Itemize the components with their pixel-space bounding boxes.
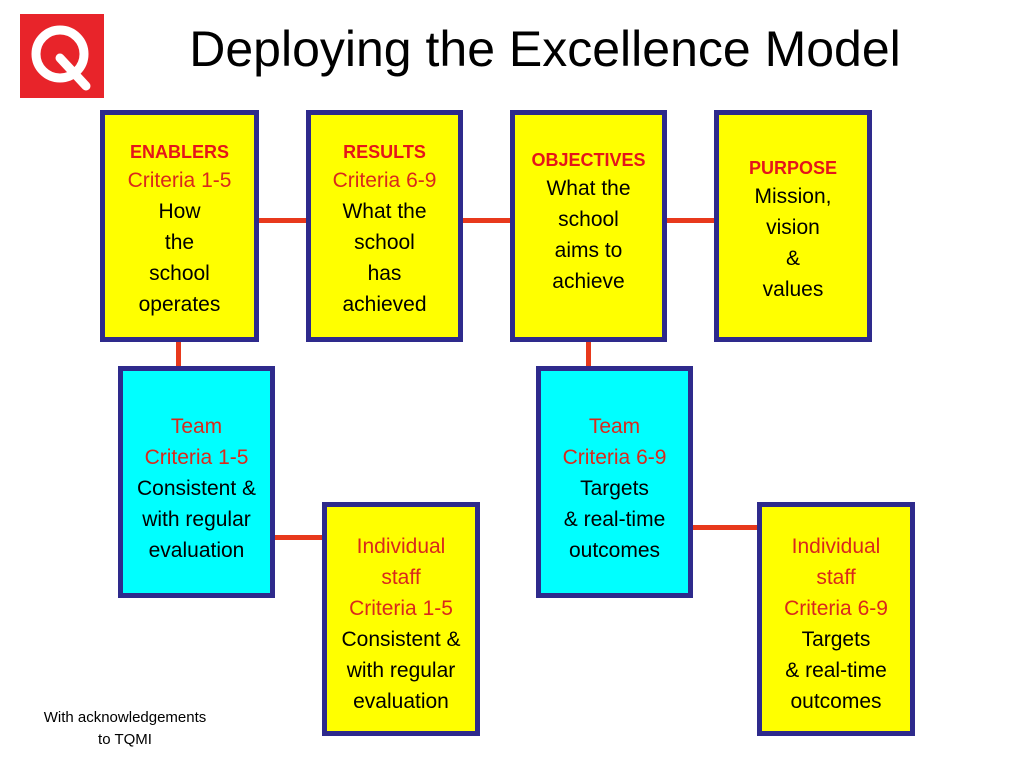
results-line: school — [354, 231, 415, 254]
enablers-line: school — [149, 262, 210, 285]
objectives-line: aims to — [554, 239, 623, 262]
individual-enablers-line: evaluation — [353, 690, 449, 713]
enablers-line: operates — [138, 293, 221, 316]
individual-results-heading: Individual — [791, 535, 881, 558]
connector-results-objectives — [463, 218, 510, 223]
purpose-box: PURPOSE Mission, vision & values — [714, 110, 872, 342]
page-title: Deploying the Excellence Model — [189, 21, 901, 77]
results-line: has — [367, 262, 402, 285]
purpose-line: & — [785, 247, 800, 270]
connector-team-individual-results — [693, 525, 757, 530]
individual-enablers-heading: staff — [381, 566, 421, 589]
team-enablers-heading: Team — [170, 415, 223, 438]
objectives-line: school — [558, 208, 619, 231]
individual-results-criteria: Criteria 6-9 — [784, 597, 888, 620]
results-criteria: Criteria 6-9 — [332, 169, 437, 192]
connector-team-individual-enablers — [275, 535, 322, 540]
individual-results-line: outcomes — [790, 690, 882, 713]
enablers-line: How — [158, 200, 201, 223]
team-enablers-box: Team Criteria 1-5 Consistent & with regu… — [118, 366, 275, 598]
individual-results-line: Targets — [801, 628, 871, 651]
purpose-line: Mission, — [754, 185, 832, 208]
connector-enablers-team — [176, 342, 181, 366]
individual-results-box: Individual staff Criteria 6-9 Targets & … — [757, 502, 915, 736]
purpose-line: values — [762, 278, 824, 301]
enablers-line: the — [164, 231, 195, 254]
purpose-line: vision — [766, 216, 820, 239]
purpose-heading: PURPOSE — [748, 158, 838, 178]
objectives-box: OBJECTIVES What the school aims to achie… — [510, 110, 667, 342]
objectives-line: achieve — [552, 270, 625, 293]
results-line: achieved — [342, 293, 427, 316]
team-results-line: outcomes — [568, 539, 661, 562]
individual-enablers-box: Individual staff Criteria 1-5 Consistent… — [322, 502, 480, 736]
acknowledgement-line: to TQMI — [98, 731, 152, 748]
results-line: What the — [342, 200, 427, 223]
team-enablers-criteria: Criteria 1-5 — [144, 446, 249, 469]
team-enablers-line: with regular — [142, 508, 251, 531]
individual-results-line: & real-time — [785, 659, 887, 682]
individual-enablers-line: with regular — [346, 659, 456, 682]
team-enablers-line: Consistent & — [136, 477, 257, 500]
results-heading: RESULTS — [343, 142, 426, 162]
individual-enablers-line: Consistent & — [341, 628, 461, 651]
team-enablers-line: evaluation — [148, 539, 245, 562]
enablers-heading: ENABLERS — [129, 142, 229, 162]
acknowledgement-line: With acknowledgements — [43, 709, 207, 726]
individual-results-heading: staff — [816, 566, 856, 589]
connector-objectives-team — [586, 342, 591, 366]
enablers-criteria: Criteria 1-5 — [127, 169, 232, 192]
results-box: RESULTS Criteria 6-9 What the school has… — [306, 110, 463, 342]
objectives-heading: OBJECTIVES — [531, 150, 646, 170]
team-results-line: & real-time — [563, 508, 666, 531]
acknowledgement-text: With acknowledgements to TQMI — [20, 707, 230, 751]
objectives-line: What the — [546, 177, 631, 200]
individual-enablers-heading: Individual — [356, 535, 446, 558]
connector-objectives-purpose — [667, 218, 714, 223]
connector-enablers-results — [259, 218, 306, 223]
enablers-box: ENABLERS Criteria 1-5 How the school ope… — [100, 110, 259, 342]
team-results-criteria: Criteria 6-9 — [562, 446, 667, 469]
logo-icon — [20, 14, 104, 98]
team-results-line: Targets — [580, 477, 649, 500]
team-results-heading: Team — [588, 415, 641, 438]
individual-enablers-criteria: Criteria 1-5 — [349, 597, 453, 620]
team-results-box: Team Criteria 6-9 Targets & real-time ou… — [536, 366, 693, 598]
